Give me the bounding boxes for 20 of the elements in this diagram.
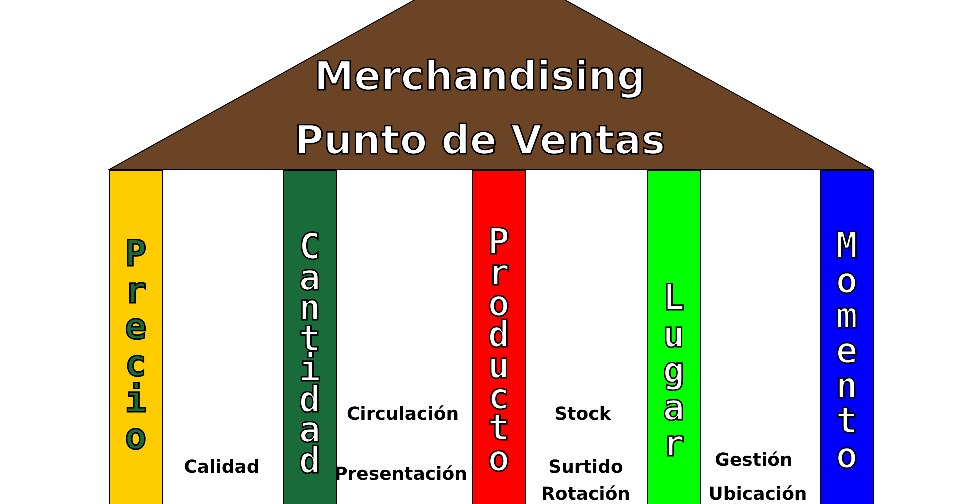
roof-title: Merchandising: [313, 54, 647, 100]
merchandising-factor: Ubicación: [708, 484, 808, 504]
pillar-label: Producto: [487, 227, 511, 475]
pillar: [283, 170, 337, 504]
pillar-label: Momento: [835, 229, 859, 474]
merchandising-factor: Surtido: [548, 457, 624, 478]
pillar: [820, 170, 874, 504]
pillar-label: Precio: [124, 237, 148, 456]
pillar-label: Cantidad: [298, 233, 322, 477]
roof-title: Punto de Ventas: [294, 118, 666, 164]
pillar: [472, 170, 526, 504]
pillar: [109, 170, 163, 504]
merchandising-factor: Rotación: [542, 484, 630, 504]
merchandising-factor: Gestión: [715, 450, 793, 471]
merchandising-factor: Presentación: [334, 464, 468, 485]
merchandising-factor: Circulación: [346, 404, 460, 425]
pillar-label: Lugar: [662, 281, 686, 464]
merchandising-factor: Stock: [554, 404, 612, 425]
pillar: [647, 170, 701, 504]
merchandising-factor: Calidad: [184, 457, 260, 478]
